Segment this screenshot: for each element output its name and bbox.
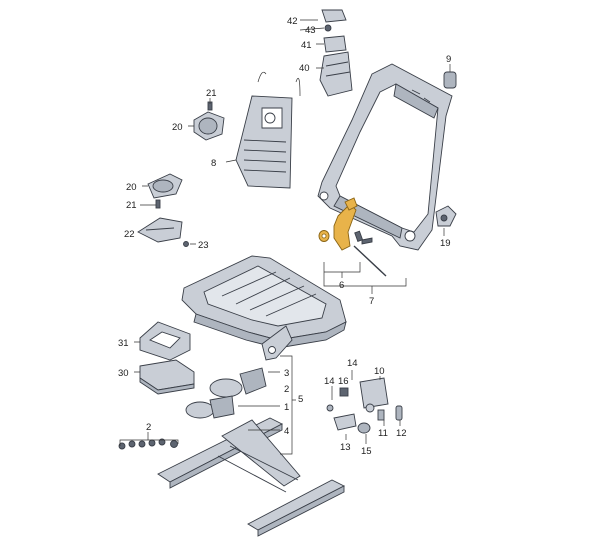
callout-7: 7 [369,296,374,307]
part-3-motor [209,367,267,398]
callout-4: 4 [284,426,289,437]
callout-14-upper: 14 [347,358,358,369]
callout-19: 19 [440,238,451,249]
callout-31: 31 [118,338,129,349]
callout-12: 12 [396,428,407,439]
callout-2-left: 2 [146,422,151,433]
callout-9: 9 [446,54,451,65]
callout-6: 6 [339,280,344,291]
part-30-module [139,359,195,395]
callout-21-upper: 21 [206,88,217,99]
callout-15: 15 [361,446,372,457]
callout-21-lower: 21 [126,200,137,211]
callout-11: 11 [378,428,388,439]
callout-22: 22 [124,229,135,240]
part-19-bracket [435,205,457,227]
callout-14-left: 14 [324,376,335,387]
part-9-cap [443,71,457,89]
part-20-motor-lower [147,173,183,209]
callout-3: 3 [284,368,289,379]
callout-5: 5 [298,394,303,405]
callout-1: 1 [284,402,289,413]
leader-lines [119,19,451,455]
part-2-screw-set [118,438,178,450]
callout-10: 10 [374,366,385,377]
callout-23: 23 [198,240,209,251]
callout-40: 40 [299,63,310,74]
part-8-lumbar-panel [235,71,301,189]
right-small-parts [326,377,403,434]
callout-30: 30 [118,368,129,379]
callout-13: 13 [340,442,351,453]
part-1-motor [185,395,235,419]
parts-40-43-cluster [319,9,353,97]
part-20-motor-upper [193,101,225,141]
seat-cushion-frame [181,255,347,361]
recliner-lever-assembly [318,197,387,277]
part-31-bracket [139,321,191,361]
callout-42: 42 [287,16,298,27]
callout-2-right: 2 [284,384,289,395]
callout-16: 16 [338,376,349,387]
callout-8: 8 [211,158,216,169]
callout-41: 41 [301,40,312,51]
seat-rails [157,417,345,537]
callout-labels: 42 43 41 40 9 21 20 8 20 21 22 23 19 6 7… [118,16,451,457]
callout-20-upper: 20 [172,122,183,133]
callout-20-lower: 20 [126,182,137,193]
part-22-bracket [137,217,189,247]
callout-43: 43 [305,25,316,36]
